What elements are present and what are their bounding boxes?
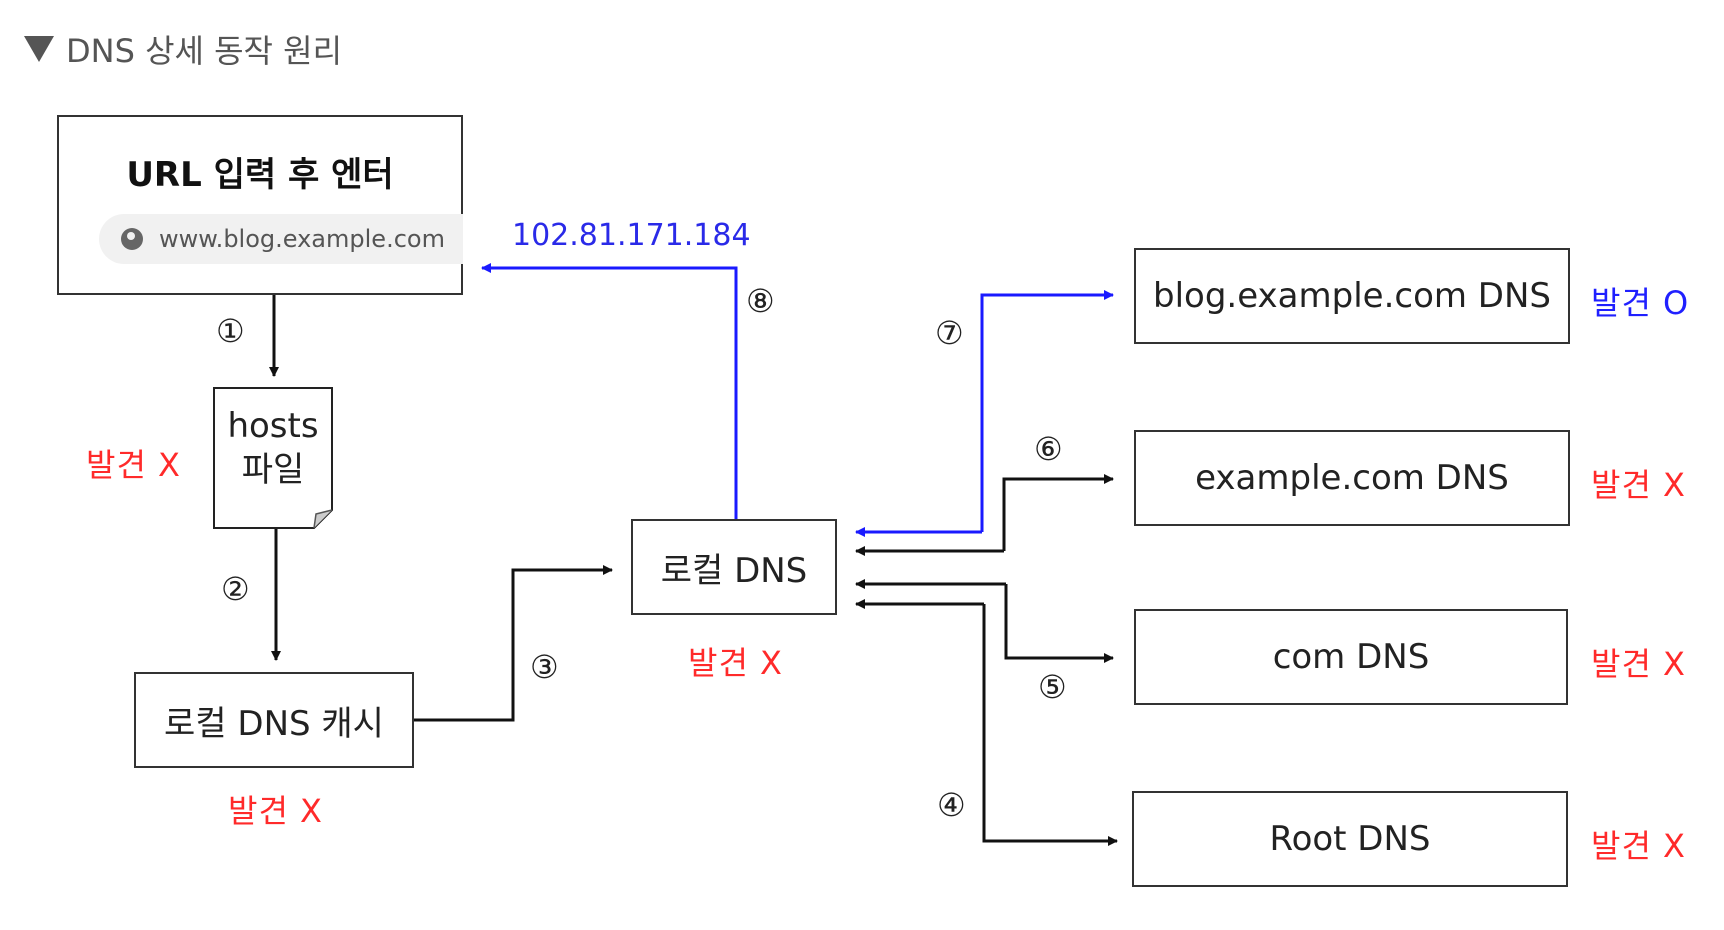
local-dns-label: 로컬 DNS bbox=[660, 550, 808, 591]
server-label: Root DNS bbox=[1269, 819, 1431, 859]
step-label-8: ⑧ bbox=[746, 282, 775, 320]
server-status: 발견 X bbox=[1591, 827, 1686, 865]
server-status: 발견 X bbox=[1591, 645, 1686, 683]
arrow-step-5-request bbox=[1004, 584, 1114, 663]
local-dns-status: 발견 X bbox=[688, 644, 783, 682]
local-dns-cache-status: 발견 X bbox=[228, 792, 323, 830]
arrow-step-8 bbox=[481, 263, 738, 519]
step-label-7: ⑦ bbox=[935, 314, 964, 352]
hosts-file-line1: hosts bbox=[227, 406, 319, 446]
step-label-4: ④ bbox=[937, 786, 966, 824]
url-box-title: URL 입력 후 엔터 bbox=[126, 155, 394, 195]
local-dns-cache-label: 로컬 DNS 캐시 bbox=[164, 703, 384, 744]
arrow-step-4-request bbox=[982, 604, 1118, 846]
step-label-1: ① bbox=[216, 312, 245, 350]
step-label-6: ⑥ bbox=[1034, 430, 1063, 468]
server-box-root: Root DNS bbox=[1132, 791, 1568, 887]
arrow-step-7-request bbox=[980, 290, 1114, 532]
local-dns-cache-box: 로컬 DNS 캐시 bbox=[134, 672, 414, 768]
hosts-file-fold bbox=[313, 509, 333, 529]
server-label: com DNS bbox=[1272, 637, 1430, 677]
hosts-file: hosts 파일 bbox=[214, 388, 332, 528]
arrow-step-3 bbox=[414, 565, 613, 722]
step-label-5: ⑤ bbox=[1038, 668, 1067, 706]
server-box-example-com: example.com DNS bbox=[1134, 430, 1570, 526]
server-box-blog-example-com: blog.example.com DNS bbox=[1134, 248, 1570, 344]
globe-icon bbox=[121, 228, 143, 250]
section-title[interactable]: DNS 상세 동작 원리 bbox=[24, 26, 342, 72]
server-label: example.com DNS bbox=[1195, 458, 1509, 498]
address-text: www.blog.example.com bbox=[159, 225, 445, 253]
local-dns-box: 로컬 DNS bbox=[631, 519, 837, 615]
address-bar: www.blog.example.com bbox=[99, 214, 463, 264]
triangle-down-icon[interactable] bbox=[24, 36, 54, 62]
hosts-file-status: 발견 X bbox=[86, 446, 181, 484]
server-status-found: 발견 O bbox=[1591, 284, 1690, 322]
server-label: blog.example.com DNS bbox=[1153, 276, 1551, 316]
hosts-file-line2: 파일 bbox=[241, 450, 305, 490]
server-box-com: com DNS bbox=[1134, 609, 1568, 705]
url-input-box: URL 입력 후 엔터 www.blog.example.com bbox=[57, 115, 463, 295]
section-title-text: DNS 상세 동작 원리 bbox=[66, 32, 343, 70]
server-status: 발견 X bbox=[1591, 466, 1686, 504]
arrow-step-6-request bbox=[1002, 474, 1114, 551]
step-label-3: ③ bbox=[530, 648, 559, 686]
resolved-ip: 102.81.171.184 bbox=[512, 218, 751, 253]
step-label-2: ② bbox=[221, 570, 250, 608]
